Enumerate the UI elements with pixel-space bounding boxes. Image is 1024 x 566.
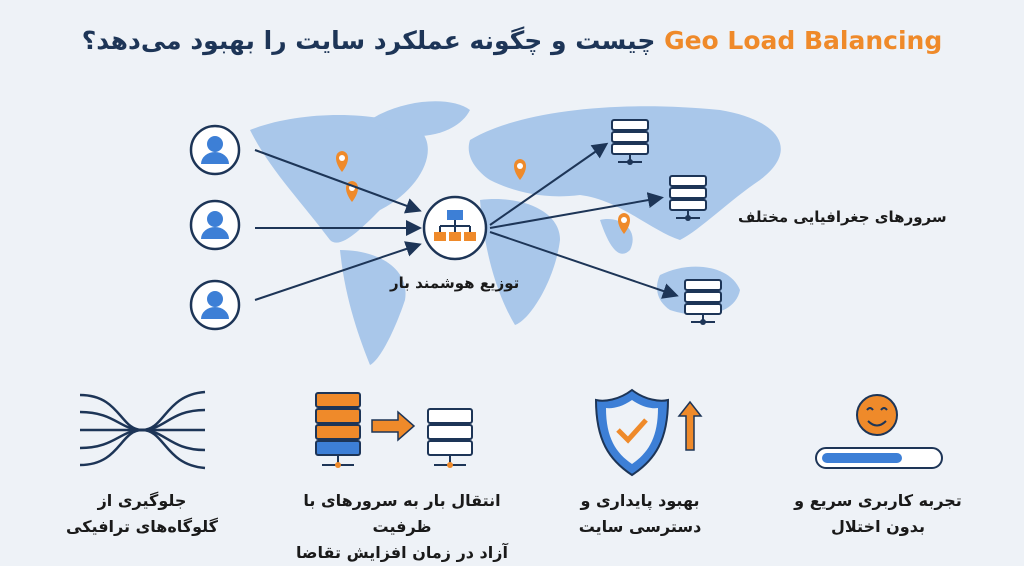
user-icon [189,279,241,331]
title-english: Geo Load Balancing [664,26,943,55]
benefit-line2: بدون اختلال [831,517,925,536]
user-icon [189,199,241,251]
hub-label: توزیع هوشمند بار [390,274,520,292]
world-map [250,101,781,365]
benefit-line2: دسترسی سایت [578,517,702,536]
title-persian: چیست و چگونه عملکرد سایت را بهبود می‌دهد… [81,26,656,55]
benefit-line1: بهبود پایداری و [580,491,700,510]
traffic-flow-icon [79,390,206,470]
benefit-ux: تجربه کاربری سریع و بدون اختلال [758,488,998,540]
benefit-line2: آزاد در زمان افزایش تقاضا [296,543,508,562]
smiley-progress-icon [815,394,943,469]
connection-arrows [254,142,679,301]
benefit-line2: گلوگاه‌های ترافیکی [66,517,218,536]
servers-label: سرورهای جغرافیایی مختلف [738,208,947,226]
benefit-traffic: جلوگیری از گلوگاه‌های ترافیکی [22,488,262,540]
server-transfer-icon [315,392,473,468]
server-icon [684,279,722,326]
page-title: Geo Load Balancing چیست و چگونه عملکرد س… [0,26,1024,55]
benefit-transfer: انتقال بار به سرورهای با ظرفیت آزاد در ز… [282,488,522,566]
shield-check-icon [594,388,703,477]
benefit-line1: انتقال بار به سرورهای با ظرفیت [303,491,501,536]
load-balancer-hub-icon [422,195,488,261]
benefit-stability: بهبود پایداری و دسترسی سایت [520,488,760,540]
benefit-line1: جلوگیری از [97,491,187,510]
benefit-line1: تجربه کاربری سریع و [794,491,962,510]
user-icon [189,124,241,176]
